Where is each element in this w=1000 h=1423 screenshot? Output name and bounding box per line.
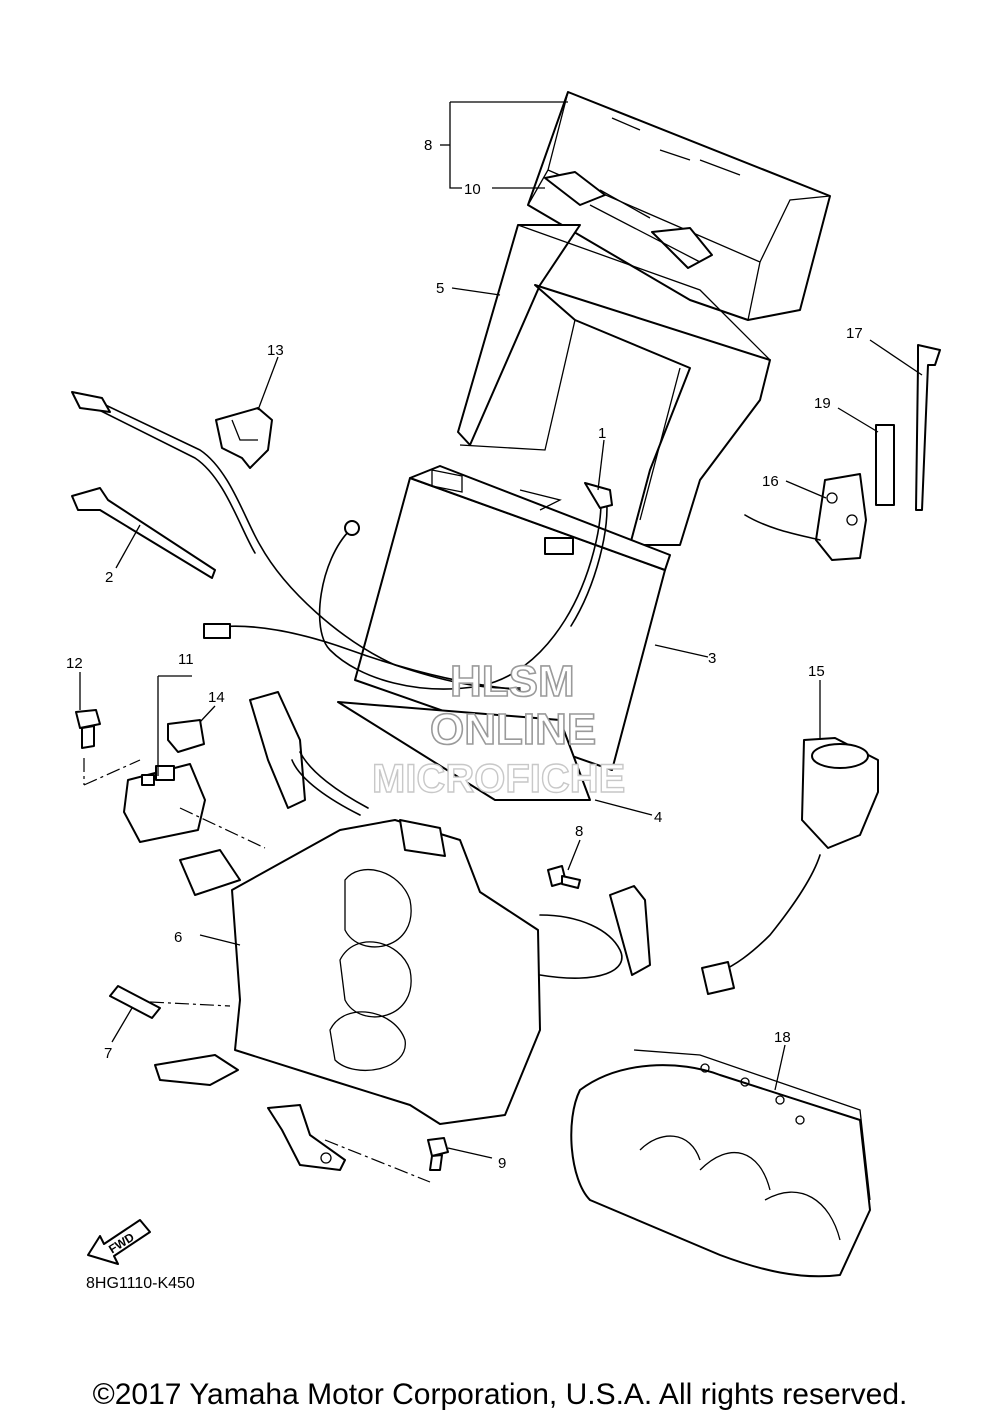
callout-10: 10 [464,181,481,198]
strip-19 [875,424,895,506]
bolt-13 [75,709,101,749]
bolt-8-lower [427,1137,449,1171]
callout-4: 4 [654,809,662,826]
watermark-line-2: ONLINE [430,705,596,754]
callout-6: 6 [174,929,182,946]
diagram-code: 8HG1110-K450 [86,1275,195,1292]
leader-lines [79,101,923,1159]
battery-band [457,224,771,546]
battery-box-6 [154,819,541,1125]
watermark: HLSM ONLINE MICROFICHE [371,656,626,802]
callout-3: 3 [708,650,716,667]
relay-cap-12 [167,719,205,753]
callout-18: 17 [846,325,863,342]
relay-11 [123,763,206,843]
copyright-notice: ©2017 Yamaha Motor Corporation, U.S.A. A… [92,1378,908,1411]
cable-tie-18 [915,344,941,511]
fwd-arrow-icon: FWD [87,1219,151,1265]
callout-8-lower: 9 [498,1155,506,1172]
callout-2: 2 [105,569,113,586]
battery-pad [337,701,591,801]
callout-15: 15 [808,663,825,680]
cable-tie-2 [71,487,216,579]
bracket-plate [267,1104,346,1171]
callout-9: 8 [424,137,432,154]
battery [354,465,671,771]
callout-8-upper: 8 [575,823,583,840]
strip-7 [109,985,161,1019]
clamp-14 [215,407,273,469]
callout-14: 13 [267,342,284,359]
battery-cover [527,91,831,321]
heat-cover-16 [570,1049,871,1278]
callout-17: 16 [762,473,779,490]
alignment-lines [83,758,431,1183]
callout-7: 7 [104,1045,112,1062]
callout-16: 18 [774,1029,791,1046]
callout-12-label: 14 [208,689,225,706]
watermark-line-3: MICROFICHE [372,757,625,801]
callout-labels: 8 10 5 13 17 19 1 16 2 3 12 11 12 14 15 … [66,137,863,1172]
socket-15 [701,737,879,995]
callout-19: 19 [814,395,831,412]
bracket-tube [249,691,651,979]
callout-1: 1 [598,425,606,442]
callout-5: 5 [436,280,444,297]
switch-17 [744,473,867,561]
watermark-line-1: HLSM [450,657,575,706]
callout-13: 12 [66,655,83,672]
callout-11: 11 [178,651,194,668]
cable-lead [71,391,521,691]
bolt-8-upper [547,865,581,889]
